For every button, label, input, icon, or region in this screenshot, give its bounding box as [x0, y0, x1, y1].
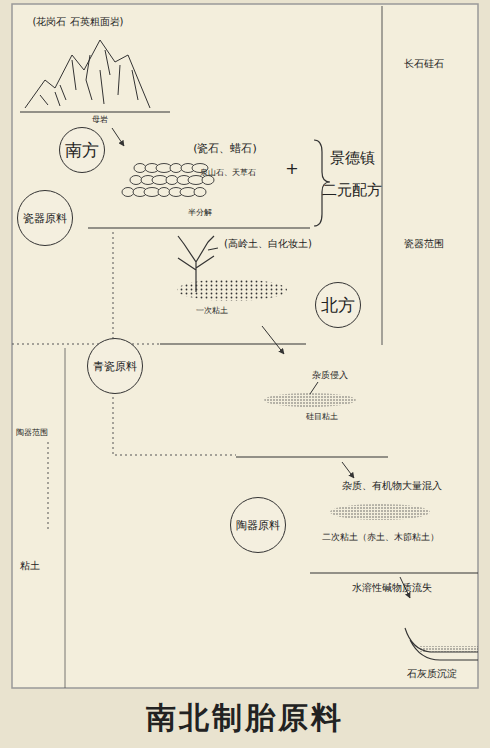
node-text: 南方: [65, 139, 99, 162]
label: 瓷器范围: [404, 238, 444, 250]
label: 硅目粘土: [306, 412, 338, 421]
label: 二次粘土（赤土、木節粘土）: [322, 532, 439, 542]
node-text: 北方: [321, 294, 355, 317]
title: 南北制胎原料: [0, 698, 490, 739]
label: +: [285, 160, 298, 178]
label: (花岗石 石英粗面岩): [33, 16, 124, 28]
node-text: 瓷器原料: [23, 211, 67, 226]
label: 石灰质沉淀: [407, 668, 457, 680]
node-text: 陶器原料: [236, 518, 280, 533]
label: 景德镇: [330, 150, 375, 167]
label: 水溶性碱物质流失: [352, 582, 432, 594]
label: 粘土: [20, 560, 40, 572]
basin: [405, 628, 478, 660]
circle-node: 青瓷原料: [87, 338, 143, 394]
label: 陶器范围: [16, 428, 48, 437]
label: (高岭土、白化妆土): [224, 238, 312, 250]
label: 二元配方: [322, 182, 382, 199]
label: 杂质侵入: [312, 370, 348, 380]
mountain: [25, 40, 150, 108]
label: 泉山石、天草石: [200, 168, 256, 177]
node-text: 青瓷原料: [93, 359, 137, 374]
label: 半分解: [188, 208, 212, 217]
label: (瓷石、蜡石): [193, 143, 257, 156]
label: 长石硅石: [404, 58, 444, 70]
label: 杂质、有机物大量混入: [342, 480, 442, 492]
circle-node: 北方: [315, 282, 361, 328]
circle-node: 瓷器原料: [17, 190, 73, 246]
circle-node: 南方: [59, 127, 105, 173]
label: 母岩: [92, 115, 108, 124]
label: 一次粘土: [196, 306, 228, 315]
circle-node: 陶器原料: [230, 497, 286, 553]
panel: [12, 4, 478, 688]
